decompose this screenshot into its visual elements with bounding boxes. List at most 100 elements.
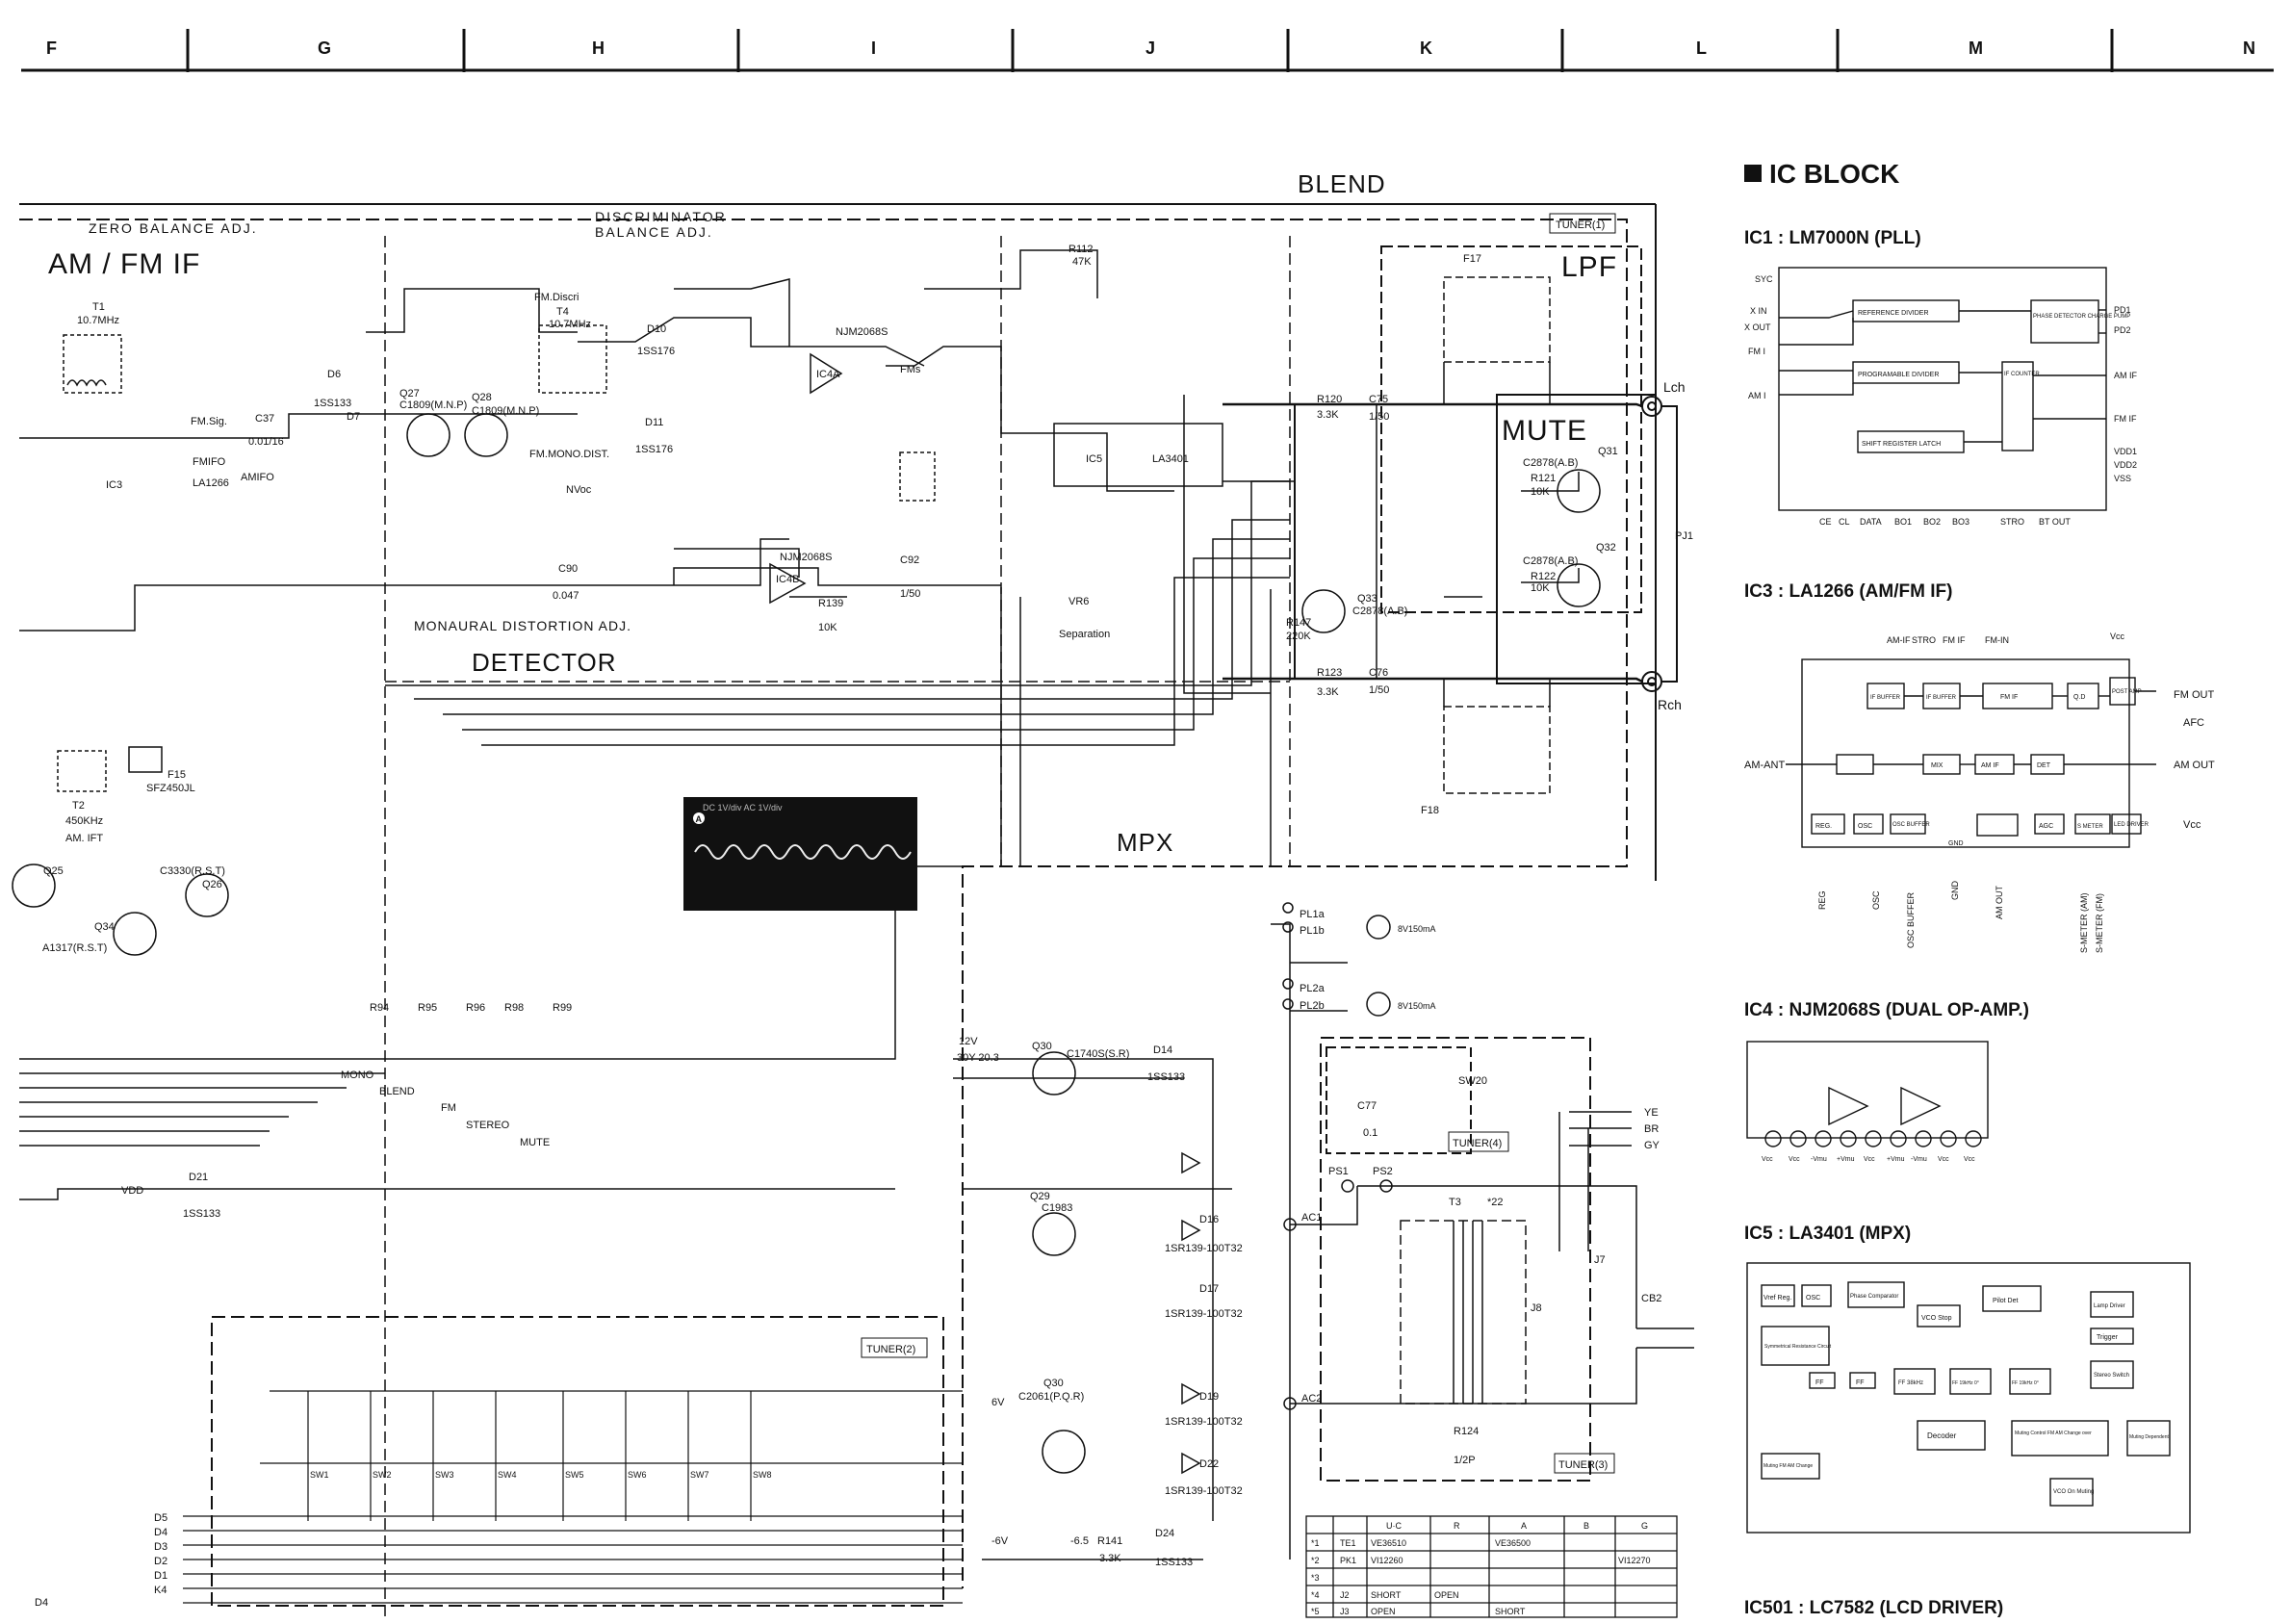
ic5-diagram <box>1746 1262 2191 1534</box>
ic5-block: Muting Dependent <box>2129 1434 2169 1440</box>
label-t4-value: 10.7MHz <box>549 319 591 330</box>
ic4-pin-labels: Vcc Vcc -Vmu +Vmu Vcc +Vmu -Vmu Vcc Vcc <box>1762 1156 1975 1163</box>
label-stereo: STEREO <box>466 1120 510 1131</box>
blend-label: BLEND <box>1298 169 1386 198</box>
ic3-block: FM IF <box>2000 694 2018 701</box>
label-d19: D19 <box>1199 1391 1219 1403</box>
label-q27-type: C1809(M.N.P) <box>399 400 467 411</box>
ic4-pin: -Vmu <box>1911 1156 1927 1163</box>
label-c75: C75 <box>1369 394 1388 405</box>
label-c37: C37 <box>255 413 274 425</box>
label-r141: R141 <box>1097 1535 1122 1547</box>
ic3-block: Q.D <box>2073 694 2085 701</box>
ic5-block: Phase Comparator <box>1850 1294 1898 1300</box>
bus-label: K4 <box>154 1585 167 1596</box>
label-f15-type: SFZ450JL <box>146 783 195 794</box>
label-r139-value: 10K <box>818 622 837 633</box>
ic1-block: PHASE DETECTOR CHARGE PUMP <box>2033 314 2130 320</box>
label-c90: C90 <box>558 563 578 575</box>
bus-label: D4 <box>35 1597 48 1609</box>
ic3-diagram <box>1786 658 2156 848</box>
label-la1266: LA1266 <box>193 477 229 489</box>
table-cell: OPEN <box>1371 1607 1396 1616</box>
scope-marker-circle <box>693 812 705 824</box>
ic3-bottom-pin: AM OUT <box>1995 885 2004 919</box>
label-dbr-2: 1SR139-100T32 <box>1165 1308 1243 1320</box>
label-q30b-type: C2061(P.Q.R) <box>1018 1391 1084 1403</box>
label-fm-mono-dist: FM.MONO.DIST. <box>529 449 609 460</box>
label-d21-type: 1SS133 <box>183 1208 220 1220</box>
ic5-block: FF <box>1815 1379 1824 1386</box>
ic5-block: Lamp Driver <box>2094 1303 2125 1309</box>
label-f18: F18 <box>1421 805 1439 816</box>
table-cell: SHORT <box>1371 1590 1402 1600</box>
label-ic4a: IC4A <box>816 369 840 380</box>
label-r98: R98 <box>504 1002 524 1014</box>
table-cell: *5 <box>1311 1607 1320 1616</box>
ruler-labels: F G H I J K L M N <box>46 39 2255 58</box>
bus-label: D4 <box>154 1527 167 1538</box>
ic5-labels: Vref Reg. OSC Phase Comparator VCO Stop … <box>1763 1294 2169 1495</box>
label-q27: Q27 <box>399 388 420 400</box>
label-d14: D14 <box>1153 1044 1172 1056</box>
output-jacks <box>1641 396 1678 692</box>
tuner1-label: TUNER(1) <box>1556 219 1605 231</box>
mute-label: MUTE <box>1502 415 1587 447</box>
label-d11-type: 1SS176 <box>635 444 673 455</box>
label-q33: Q33 <box>1357 593 1377 605</box>
ic3-top-pin: Vcc <box>2110 632 2125 641</box>
ic-block-title: IC BLOCK <box>1769 159 1899 189</box>
ic3-right-pin: AFC <box>2183 717 2204 729</box>
ruler-label-n: N <box>2243 39 2255 58</box>
label-ic4b: IC4B <box>776 574 799 585</box>
label-q32: Q32 <box>1596 542 1616 554</box>
ic3-top-pin: FM IF <box>1943 635 1966 645</box>
zero-balance-label: ZERO BALANCE ADJ. <box>89 220 258 236</box>
tuner1-tag <box>1549 213 1616 234</box>
ic3-block: AGC <box>2039 823 2053 830</box>
ic1-block: SHIFT REGISTER LATCH <box>1862 441 1941 448</box>
ic4-pin: Vcc <box>1964 1156 1975 1163</box>
label-r123-value: 3.3K <box>1317 686 1339 698</box>
label-q30a-type: C1740S(S.R) <box>1067 1048 1129 1060</box>
ic4-pin: Vcc <box>1938 1156 1949 1163</box>
scope-caption: DC 1V/div AC 1V/div <box>703 803 783 812</box>
ic3-right-pin: AM OUT <box>2174 760 2215 771</box>
label-njm2068s: NJM2068S <box>836 326 888 338</box>
switch-label: SW5 <box>565 1470 584 1480</box>
label-t4: T4 <box>556 306 569 318</box>
ic5-block: Symmetrical Resistance Circuit <box>1764 1344 1832 1350</box>
label-la3401: LA3401 <box>1152 453 1189 465</box>
switch-label: SW6 <box>628 1470 647 1480</box>
ic4-pin: Vcc <box>1762 1156 1773 1163</box>
ic3-block: IF BUFFER <box>1926 695 1957 701</box>
ic5-block: Trigger <box>2097 1334 2119 1341</box>
label-t2: T2 <box>72 800 85 812</box>
ic1-block: PROGRAMABLE DIVIDER <box>1858 372 1939 378</box>
ic3-top-pin: AM-IF <box>1887 635 1911 645</box>
ic3-right-pin: Vcc <box>2183 819 2201 831</box>
ic1-pin: X OUT <box>1744 322 1771 332</box>
ic3-bottom-pin: REG <box>1817 890 1827 910</box>
label-pl1b: PL1b <box>1300 925 1325 937</box>
switch-label: SW2 <box>373 1470 392 1480</box>
label-d24-type: 1SS133 <box>1155 1557 1193 1568</box>
grid-ruler <box>21 29 2274 72</box>
tuner2-label: TUNER(2) <box>866 1344 915 1355</box>
label-separation: Separation <box>1059 629 1110 640</box>
ic5-block: OSC <box>1806 1295 1820 1302</box>
ic1-pin: AM I <box>1748 391 1766 400</box>
rch-label: Rch <box>1658 697 1682 712</box>
signal-wires <box>19 249 1694 1560</box>
label-q32-type: C2878(A.B) <box>1523 555 1578 567</box>
ic1-bottom-pin: CE <box>1819 517 1832 527</box>
switch-labels: SW1 SW2 SW3 SW4 SW5 SW6 SW7 SW8 <box>310 1470 772 1480</box>
label-fm-sig: FM.Sig. <box>191 416 227 427</box>
ic5-title: IC5 : LA3401 (MPX) <box>1744 1224 1911 1244</box>
label-m6v: -6V <box>991 1535 1009 1547</box>
ic5-block: Decoder <box>1927 1431 1957 1440</box>
ic3-block: OSC <box>1858 823 1872 830</box>
table-cell: VI12270 <box>1618 1556 1651 1565</box>
tuner4-tag <box>1448 1131 1509 1152</box>
